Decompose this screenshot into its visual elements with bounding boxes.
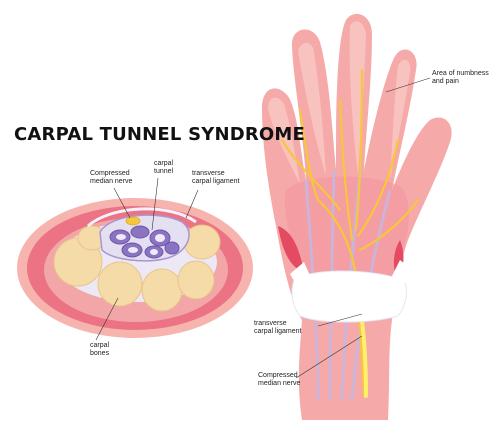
- label-carpal-bones: carpal bones: [90, 342, 110, 357]
- median-nerve-cross-section: [125, 216, 141, 226]
- label-compressed-median-nerve-cross: Compressed median nerve: [90, 170, 133, 185]
- compressed-median-nerve: [360, 318, 368, 398]
- label-compressed-median-nerve-hand: Compressed median nerve: [258, 372, 301, 387]
- hand-illustration: [262, 13, 452, 420]
- carpal-bone: [183, 224, 221, 260]
- label-carpal-tunnel: carpal tunnel: [154, 160, 174, 175]
- carpal-bones: [53, 224, 221, 312]
- transverse-carpal-ligament: [291, 270, 407, 323]
- carpal-bone: [177, 260, 215, 300]
- stock-id-watermark: 960557264: [0, 375, 3, 426]
- label-transverse-carpal-ligament-hand: transverse carpal ligament: [254, 320, 302, 335]
- carpal-bone: [97, 261, 143, 307]
- label-transverse-carpal-ligament-cross: transverse carpal ligament: [192, 170, 240, 185]
- ligament-ends: [290, 260, 412, 288]
- transverse-carpal-ligament-cross-section: [86, 207, 197, 228]
- hand-leader-lines: [295, 77, 431, 379]
- carpal-bone: [141, 268, 183, 312]
- cross-section-leader-lines: [95, 177, 199, 341]
- wrist-cross-section: [17, 177, 253, 341]
- label-area-of-numbness: Area of numbness and pain: [432, 70, 489, 85]
- page-title: CARPAL TUNNEL SYNDROME: [14, 124, 306, 145]
- thenar-muscle: [278, 226, 304, 272]
